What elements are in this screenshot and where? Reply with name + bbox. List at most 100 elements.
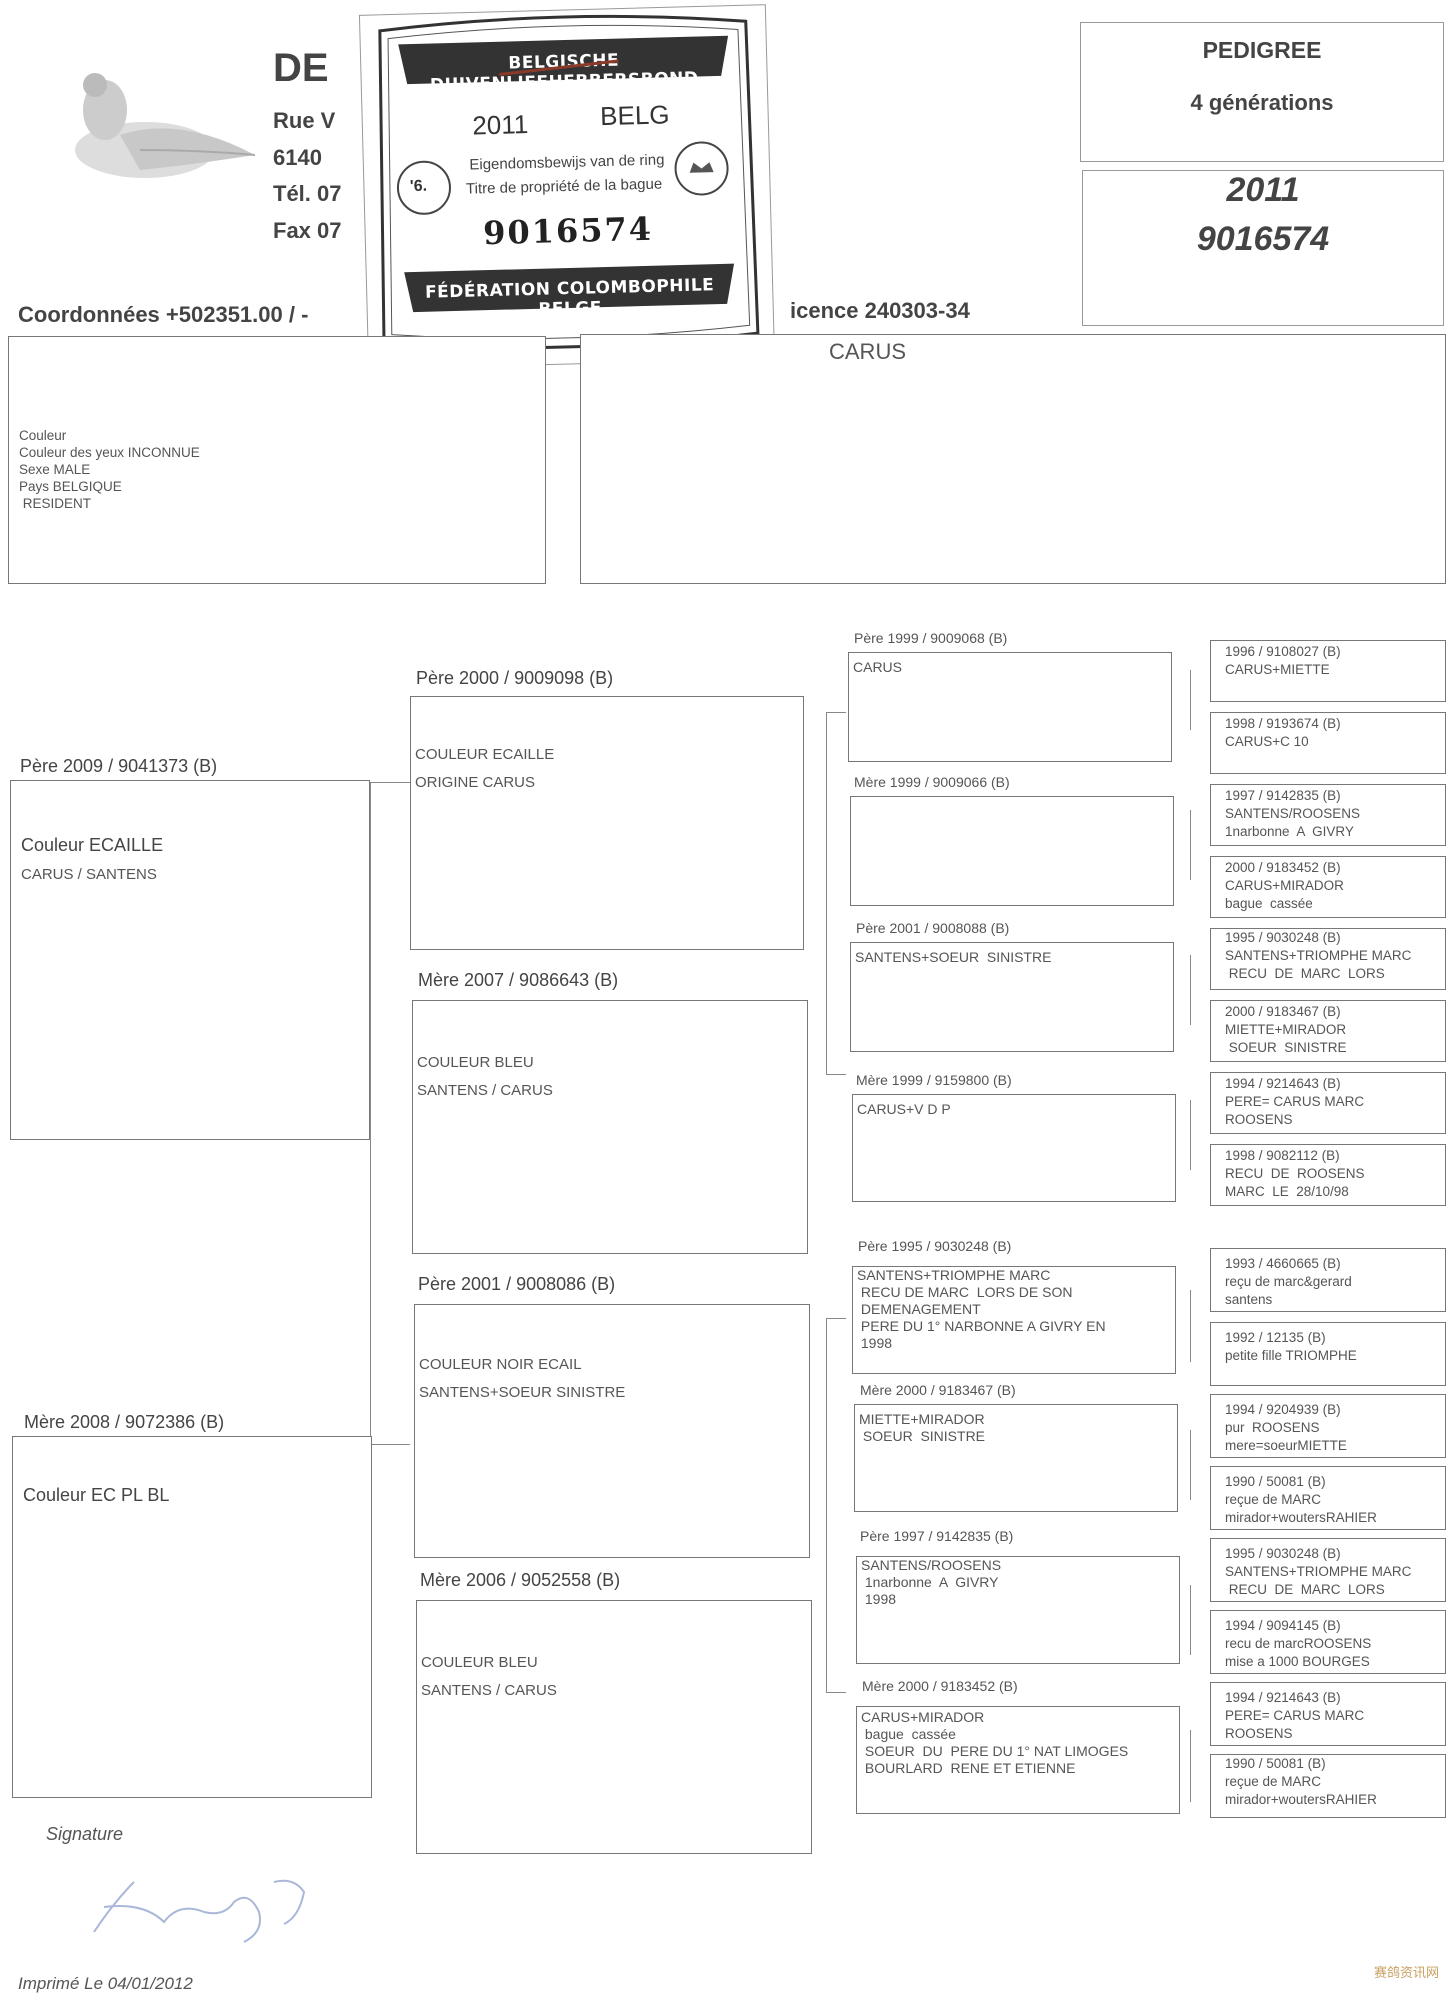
gen3-4-box: CARUS+V D P bbox=[852, 1094, 1176, 1202]
gen3-7-box: SANTENS/ROOSENS 1narbonne A GIVRY 1998 bbox=[856, 1556, 1180, 1664]
gen3-5-label: Père 1995 / 9030248 (B) bbox=[858, 1238, 1012, 1254]
bird-detail-color: Couleur bbox=[19, 428, 67, 443]
gen4-8-text: 1998 / 9082112 (B) RECU DE ROOSENS MARC … bbox=[1225, 1148, 1365, 1199]
gen4-2-text: 1998 / 9193674 (B) CARUS+C 10 bbox=[1225, 716, 1341, 749]
gen4-6-text: 2000 / 9183467 (B) MIETTE+MIRADOR SOEUR … bbox=[1225, 1004, 1347, 1055]
gen1-dam-box: Couleur EC PL BL bbox=[12, 1436, 372, 1798]
gen4-4-box: 2000 / 9183452 (B) CARUS+MIRADOR bague c… bbox=[1210, 856, 1446, 918]
gen1-sire-box: Couleur ECAILLE CARUS / SANTENS bbox=[10, 780, 370, 1140]
gen2-1-box: COULEUR ECAILLE ORIGINE CARUS bbox=[410, 696, 804, 950]
gen2-3-box: COULEUR NOIR ECAIL SANTENS+SOEUR SINISTR… bbox=[414, 1304, 810, 1558]
gen4-4-text: 2000 / 9183452 (B) CARUS+MIRADOR bague c… bbox=[1225, 860, 1344, 911]
signature-label: Signature bbox=[46, 1824, 124, 1844]
gen4-14-text: 1994 / 9094145 (B) recu de marcROOSENS m… bbox=[1225, 1618, 1372, 1669]
gen3-8-label: Mère 2000 / 9183452 (B) bbox=[862, 1678, 1018, 1694]
gen3-7-text: SANTENS/ROOSENS 1narbonne A GIVRY 1998 bbox=[861, 1557, 1002, 1607]
gen3-3-text: SANTENS+SOEUR SINISTRE bbox=[855, 949, 1052, 965]
gen1-dam-color: Couleur EC PL BL bbox=[23, 1485, 170, 1505]
gen4-11-text: 1994 / 9204939 (B) pur ROOSENS mere=soeu… bbox=[1225, 1402, 1347, 1453]
gen4-3-box: 1997 / 9142835 (B) SANTENS/ROOSENS 1narb… bbox=[1210, 784, 1446, 846]
bird-details-box: Couleur Couleur des yeux INCONNUE Sexe M… bbox=[8, 336, 546, 584]
phone-line: Tél. 07 bbox=[273, 181, 342, 206]
gen4-9-text: 1993 / 4660665 (B) reçu de marc&gerard s… bbox=[1225, 1256, 1352, 1307]
bird-name: CARUS bbox=[829, 339, 907, 364]
licence-number: icence 240303-34 bbox=[790, 298, 970, 323]
gen3-2-label: Mère 1999 / 9009066 (B) bbox=[854, 774, 1010, 790]
gen3-8-box: CARUS+MIRADOR bague cassée SOEUR DU PERE… bbox=[856, 1706, 1180, 1814]
gen2-4-label: Mère 2006 / 9052558 (B) bbox=[420, 1570, 621, 1590]
handwritten-signature bbox=[84, 1862, 344, 1952]
gen4-7-box: 1994 / 9214643 (B) PERE= CARUS MARC ROOS… bbox=[1210, 1072, 1446, 1134]
gen3-3-label: Père 2001 / 9008088 (B) bbox=[856, 920, 1010, 936]
bird-detail-sex: Sexe MALE bbox=[19, 462, 91, 477]
coordinates: Coordonnées +502351.00 / - bbox=[18, 302, 309, 327]
gen4-8-box: 1998 / 9082112 (B) RECU DE ROOSENS MARC … bbox=[1210, 1144, 1446, 1206]
gen2-2-label: Mère 2007 / 9086643 (B) bbox=[418, 970, 619, 990]
gen3-8-text: CARUS+MIRADOR bague cassée SOEUR DU PERE… bbox=[861, 1709, 1129, 1776]
gen2-3-label: Père 2001 / 9008086 (B) bbox=[418, 1274, 616, 1294]
gen3-5-box: SANTENS+TRIOMPHE MARC RECU DE MARC LORS … bbox=[852, 1266, 1176, 1374]
gen4-16-box: 1990 / 50081 (B) reçue de MARC mirador+w… bbox=[1210, 1754, 1446, 1818]
gen3-4-label: Mère 1999 / 9159800 (B) bbox=[856, 1072, 1012, 1088]
gen2-2-line1: COULEUR BLEU bbox=[417, 1054, 534, 1071]
gen3-1-label: Père 1999 / 9009068 (B) bbox=[854, 630, 1008, 646]
gen3-1-box: CARUS bbox=[848, 652, 1172, 762]
gen4-10-box: 1992 / 12135 (B) petite fille TRIOMPHE bbox=[1210, 1322, 1446, 1386]
pigeon-logo bbox=[50, 55, 260, 195]
gen4-5-box: 1995 / 9030248 (B) SANTENS+TRIOMPHE MARC… bbox=[1210, 928, 1446, 990]
gen3-5-text: SANTENS+TRIOMPHE MARC RECU DE MARC LORS … bbox=[857, 1267, 1106, 1351]
bird-detail-eyes: Couleur des yeux INCONNUE bbox=[19, 445, 200, 460]
gen3-7-label: Père 1997 / 9142835 (B) bbox=[860, 1528, 1014, 1544]
owner-name: DE bbox=[273, 46, 329, 90]
gen2-4-line2: SANTENS / CARUS bbox=[421, 1682, 557, 1699]
gen3-6-text: MIETTE+MIRADOR SOEUR SINISTRE bbox=[859, 1411, 986, 1444]
gen4-10-text: 1992 / 12135 (B) petite fille TRIOMPHE bbox=[1225, 1330, 1357, 1363]
gen2-4-box: COULEUR BLEU SANTENS / CARUS bbox=[416, 1600, 812, 1854]
gen4-9-box: 1993 / 4660665 (B) reçu de marc&gerard s… bbox=[1210, 1248, 1446, 1312]
gen4-11-box: 1994 / 9204939 (B) pur ROOSENS mere=soeu… bbox=[1210, 1394, 1446, 1458]
gen2-4-line1: COULEUR BLEU bbox=[421, 1654, 538, 1671]
gen4-16-text: 1990 / 50081 (B) reçue de MARC mirador+w… bbox=[1225, 1756, 1377, 1807]
gen2-1-label: Père 2000 / 9009098 (B) bbox=[416, 668, 614, 688]
address-line-2: 6140 bbox=[273, 145, 322, 170]
ring-number: 9016574 bbox=[1196, 220, 1330, 258]
gen4-15-box: 1994 / 9214643 (B) PERE= CARUS MARC ROOS… bbox=[1210, 1682, 1446, 1746]
gen4-13-text: 1995 / 9030248 (B) SANTENS+TRIOMPHE MARC… bbox=[1225, 1546, 1412, 1597]
gen2-2-line2: SANTENS / CARUS bbox=[417, 1082, 553, 1099]
gen1-sire-origin: CARUS / SANTENS bbox=[21, 866, 157, 883]
bird-detail-status: RESIDENT bbox=[19, 496, 92, 511]
gen1-sire-label: Père 2009 / 9041373 (B) bbox=[20, 756, 218, 776]
pedigree-title-box: PEDIGREE 4 générations bbox=[1080, 22, 1444, 162]
gen2-3-line2: SANTENS+SOEUR SINISTRE bbox=[419, 1384, 626, 1401]
gen2-1-line2: ORIGINE CARUS bbox=[415, 774, 536, 791]
gen4-12-box: 1990 / 50081 (B) reçue de MARC mirador+w… bbox=[1210, 1466, 1446, 1530]
gen3-1-text: CARUS bbox=[853, 659, 903, 675]
fax-line: Fax 07 bbox=[273, 218, 342, 243]
pedigree-title: PEDIGREE bbox=[1202, 37, 1322, 63]
gen4-1-box: 1996 / 9108027 (B) CARUS+MIETTE bbox=[1210, 640, 1446, 702]
ring-card-year: 2011 bbox=[471, 108, 529, 141]
ring-certificate-card: BELGISCHE DUIVENLIEFHEBBERSBOND 2011 BEL… bbox=[357, 3, 776, 372]
gen4-15-text: 1994 / 9214643 (B) PERE= CARUS MARC ROOS… bbox=[1225, 1690, 1365, 1741]
gen1-dam-label: Mère 2008 / 9072386 (B) bbox=[24, 1412, 225, 1432]
gen4-2-box: 1998 / 9193674 (B) CARUS+C 10 bbox=[1210, 712, 1446, 774]
gen3-6-label: Mère 2000 / 9183467 (B) bbox=[860, 1382, 1016, 1398]
gen3-3-box: SANTENS+SOEUR SINISTRE bbox=[850, 942, 1174, 1052]
gen4-7-text: 1994 / 9214643 (B) PERE= CARUS MARC ROOS… bbox=[1225, 1076, 1365, 1127]
address-line-1: Rue V bbox=[273, 108, 336, 133]
ring-card-seal: '6. bbox=[409, 177, 428, 196]
gen4-14-box: 1994 / 9094145 (B) recu de marcROOSENS m… bbox=[1210, 1610, 1446, 1674]
gen3-4-text: CARUS+V D P bbox=[857, 1101, 951, 1117]
bird-name-box: CARUS bbox=[580, 334, 1446, 584]
gen2-2-box: COULEUR BLEU SANTENS / CARUS bbox=[412, 1000, 808, 1254]
gen4-12-text: 1990 / 50081 (B) reçue de MARC mirador+w… bbox=[1225, 1474, 1377, 1525]
gen4-3-text: 1997 / 9142835 (B) SANTENS/ROOSENS 1narb… bbox=[1225, 788, 1361, 839]
gen4-5-text: 1995 / 9030248 (B) SANTENS+TRIOMPHE MARC… bbox=[1225, 930, 1412, 981]
gen4-1-text: 1996 / 9108027 (B) CARUS+MIETTE bbox=[1225, 644, 1341, 677]
pedigree-generations: 4 générations bbox=[1190, 90, 1334, 115]
ring-card-number: 9016574 bbox=[482, 209, 654, 253]
gen4-13-box: 1995 / 9030248 (B) SANTENS+TRIOMPHE MARC… bbox=[1210, 1538, 1446, 1602]
site-watermark: 赛鸽资讯网 bbox=[1374, 1965, 1440, 1980]
gen2-3-line1: COULEUR NOIR ECAIL bbox=[419, 1356, 582, 1373]
bird-detail-country: Pays BELGIQUE bbox=[19, 479, 122, 494]
